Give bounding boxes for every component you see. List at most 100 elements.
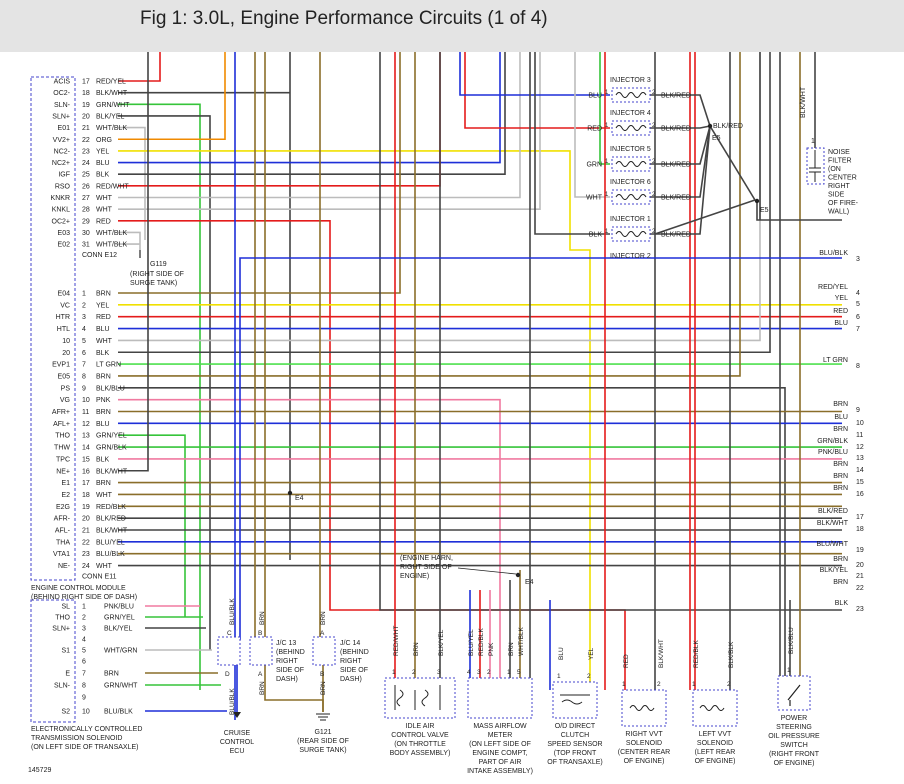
rvvt-coil	[629, 705, 655, 711]
ecm-e11-wire	[118, 52, 771, 354]
leader-line	[457, 567, 517, 575]
splice-e4	[287, 490, 293, 496]
ecm-pin-number: 19	[82, 504, 90, 511]
tcs-pin-number: 7	[82, 671, 86, 678]
lvvt-label: OF ENGINE)	[695, 758, 736, 765]
ecm-wire-label: YEL	[96, 148, 109, 155]
ecm-wire-label: LT GRN	[96, 362, 121, 369]
splice-e5	[707, 123, 713, 129]
jc14-pin: B	[320, 671, 324, 678]
injector-box	[611, 226, 651, 242]
injector-pin: 2	[652, 159, 656, 165]
figure-number: 145729	[28, 767, 51, 774]
ecm-pin-number: 5	[82, 338, 86, 345]
lvvt-wire-label: RED/BLK	[693, 640, 700, 668]
ecm-pin-name: RSO	[55, 183, 71, 190]
tcs-pin-name: THO	[55, 615, 70, 622]
engine-harn-label: (ENGINE HARN,	[400, 555, 453, 562]
right-wire-label: BLU	[834, 414, 848, 421]
ecm-e12-wire	[118, 52, 506, 175]
ecm-pin-number: 2	[82, 302, 86, 309]
od-pin: 2	[587, 673, 591, 680]
injector-pin: 1	[605, 159, 609, 165]
ecm-wire-label: WHT/BLK	[96, 125, 127, 132]
ecm-pin-number: 16	[82, 468, 90, 475]
right-wire-label: YEL	[835, 295, 848, 302]
vertical-wire	[239, 257, 842, 640]
jc13-label: (BEHIND	[276, 649, 305, 656]
ps-label: (RIGHT FRONT	[769, 751, 820, 758]
ground-icon	[316, 713, 330, 721]
tcs-pin-name: S2	[61, 709, 70, 716]
right-wire-number: 19	[856, 547, 864, 554]
ecm-pin-name: 20	[62, 350, 70, 357]
vertical-wire	[574, 52, 610, 198]
ecm-pin-number: 23	[82, 551, 90, 558]
tcs-pin-name: E	[65, 671, 70, 678]
ecm-wire-label: YEL	[96, 302, 109, 309]
injector-out-wire: BLK/RED	[661, 93, 691, 100]
right-wire-label: BRN	[833, 426, 848, 433]
vertical-wire	[534, 52, 610, 235]
tcs-pin-number: 5	[82, 648, 86, 655]
ecm-pin-name: E04	[58, 291, 71, 298]
right-wire-number: 7	[856, 326, 860, 333]
g121-label: G121	[314, 729, 331, 736]
ecm-pin-number: 6	[82, 350, 86, 357]
injector-box	[611, 189, 651, 205]
right-wire-number: 11	[856, 432, 863, 439]
injector-coil	[615, 161, 647, 167]
lvvt-pin: 1	[692, 681, 696, 688]
maf-label: METER	[488, 732, 513, 739]
maf-label: ENGINE COMPT,	[472, 750, 527, 757]
ecm-pin-name: OC2+	[52, 218, 70, 225]
rvvt-pin: 1	[622, 681, 626, 688]
ecm-pin-name: AFR-	[54, 516, 71, 523]
splice-e5-label: E5	[712, 135, 721, 142]
jc13-wire: BRN	[259, 681, 266, 695]
ecm-pin-name: VG	[60, 397, 70, 404]
iacv-pin: 2	[412, 669, 416, 676]
tcs-pin-number: 3	[82, 626, 86, 633]
right-wire-number: 16	[856, 491, 864, 498]
injector-out-wire: BLK/RED	[661, 195, 691, 202]
ecm-pin-name: E03	[58, 230, 71, 237]
conn-e11-label: CONN E11	[82, 574, 117, 581]
injector-label: INJECTOR 4	[610, 110, 651, 117]
od-label: O/D DIRECT	[555, 723, 596, 730]
splice-wire	[654, 199, 756, 235]
jc13-pin: D	[225, 671, 230, 678]
ecm-pin-name: 10	[62, 338, 70, 345]
tcs-wire-label: BLK/YEL	[104, 626, 133, 633]
maf-pin: 1	[507, 669, 511, 676]
injector-in-wire: GRN	[586, 162, 602, 169]
splice-e5-2	[754, 198, 760, 204]
component-layer	[30, 76, 825, 727]
ecm-pin-number: 21	[82, 125, 90, 132]
tcs-pin-name: SLN+	[52, 626, 70, 633]
right-wire-number: 12	[856, 444, 864, 451]
jc14-label: DASH)	[340, 676, 362, 683]
tcs-pin-number: 10	[82, 709, 90, 716]
ecm-label: ENGINE CONTROL MODULE	[31, 585, 126, 592]
od-label: SPEED SENSOR	[547, 741, 602, 748]
ecm-pin-name: ACIS	[54, 79, 71, 86]
ecm-pin-name: NE+	[56, 468, 70, 475]
iacv-label: (ON THROTTLE	[394, 741, 446, 748]
ecm-pin-name: THW	[54, 445, 70, 452]
lvvt-box	[692, 689, 738, 727]
ecm-pin-name: THO	[55, 433, 70, 440]
ecm-pin-name: E2G	[56, 504, 70, 511]
splice-e4-label: E4	[525, 579, 534, 586]
right-wire-label: BLU	[834, 320, 848, 327]
g121-note: SURGE TANK)	[299, 747, 346, 754]
lvvt-label: (LEFT REAR	[695, 749, 736, 756]
ecm-wire-label: BRN	[96, 291, 111, 298]
od-pin: 1	[557, 673, 561, 680]
ecm-e12-wire	[118, 52, 441, 187]
noise-filter-label: FILTER	[828, 158, 852, 165]
ecm-pin-number: 30	[82, 230, 90, 237]
tcs-pin-number: 2	[82, 615, 86, 622]
ecm-e11-wire	[118, 387, 786, 690]
